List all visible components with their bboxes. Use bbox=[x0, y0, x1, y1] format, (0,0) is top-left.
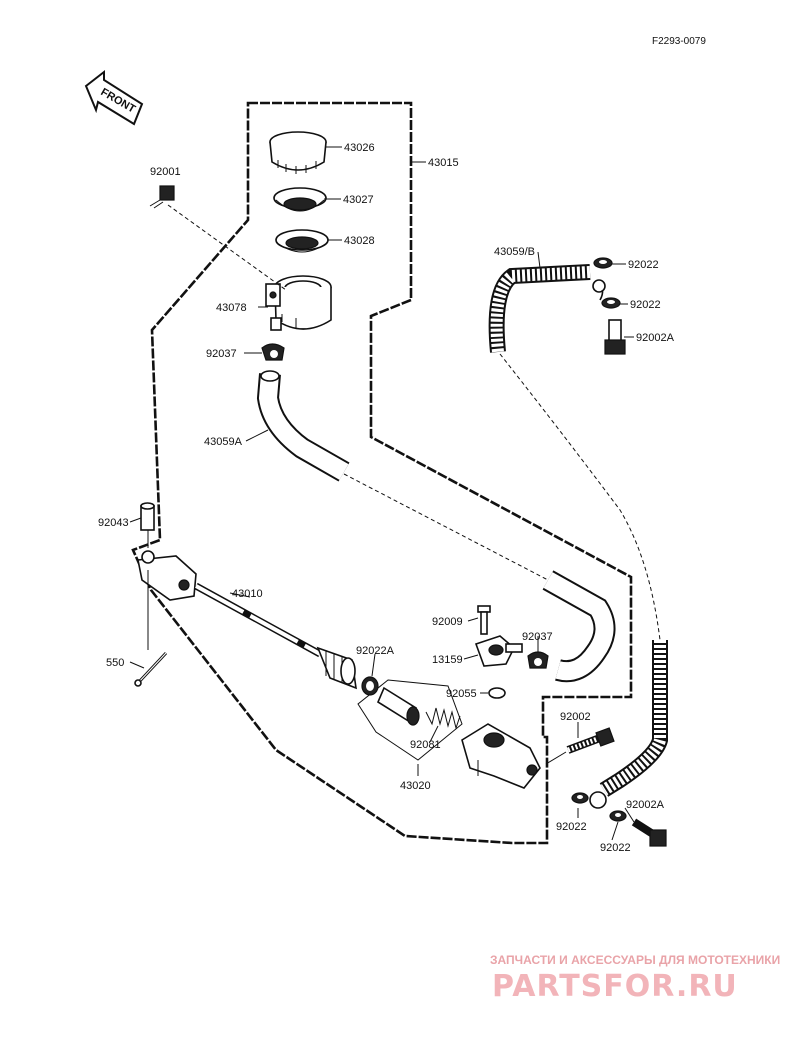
label-92055: 92055 bbox=[446, 688, 477, 700]
washer-92022-upper bbox=[593, 257, 613, 269]
washer-92022-lower-a bbox=[571, 792, 589, 804]
watermark-caption: ЗАПЧАСТИ И АКСЕССУАРЫ ДЛЯ МОТОТЕХНИКИ bbox=[490, 953, 780, 967]
clevis bbox=[137, 550, 197, 601]
label-92022A: 92022A bbox=[356, 645, 395, 657]
label-92009: 92009 bbox=[432, 616, 463, 628]
pushrod bbox=[194, 582, 322, 658]
reservoir-cap bbox=[269, 131, 327, 174]
leader-hose-to-pipe bbox=[343, 473, 549, 581]
label-92002A-lower: 92002A bbox=[626, 799, 665, 811]
label-92081: 92081 bbox=[410, 739, 441, 751]
cotter-pin-550 bbox=[134, 651, 168, 687]
leader-92002-bolt bbox=[545, 751, 567, 765]
label-43059B: 43059/B bbox=[494, 246, 535, 258]
clutch-hose bbox=[488, 264, 668, 809]
o-ring-92055 bbox=[488, 687, 506, 699]
label-92037-upper: 92037 bbox=[206, 348, 237, 360]
diagram-code: F2293-0079 bbox=[652, 36, 706, 47]
bolt-92002 bbox=[566, 727, 615, 754]
piston bbox=[376, 686, 420, 726]
label-92037-lower: 92037 bbox=[522, 631, 553, 643]
leader-92001 bbox=[167, 204, 287, 291]
reservoir-hose bbox=[256, 370, 350, 482]
snap-ring-92022A bbox=[361, 676, 379, 696]
label-92022-lower-a: 92022 bbox=[556, 821, 587, 833]
washer-92022-mid bbox=[601, 297, 621, 309]
clamp-92037-lower bbox=[527, 651, 549, 669]
screw-92001 bbox=[149, 185, 175, 209]
front-arrow-icon: FRONT bbox=[84, 69, 144, 126]
spring-92081 bbox=[425, 707, 461, 730]
label-92022-upper: 92022 bbox=[628, 259, 659, 271]
label-43028: 43028 bbox=[344, 235, 375, 247]
screw-92009 bbox=[477, 605, 491, 635]
label-43026: 43026 bbox=[344, 142, 375, 154]
washer-92022-lower-b bbox=[609, 810, 627, 822]
diaphragm bbox=[273, 187, 327, 212]
kit-bracket bbox=[357, 679, 463, 761]
label-92022-mid: 92022 bbox=[630, 299, 661, 311]
label-13159: 13159 bbox=[432, 654, 463, 666]
clamp-92037-upper bbox=[261, 343, 285, 361]
label-43015: 43015 bbox=[428, 157, 459, 169]
assembly-boundary bbox=[131, 101, 633, 845]
bolt-92002A-lower bbox=[631, 818, 667, 847]
label-92001: 92001 bbox=[150, 166, 181, 178]
leader-lines bbox=[129, 146, 635, 841]
label-92002: 92002 bbox=[560, 711, 591, 723]
reservoir-body bbox=[265, 275, 332, 331]
label-43078: 43078 bbox=[216, 302, 247, 314]
master-cylinder bbox=[461, 723, 541, 789]
label-43027: 43027 bbox=[343, 194, 374, 206]
diaphragm-plate bbox=[275, 229, 329, 253]
label-92002A-upper: 92002A bbox=[636, 332, 675, 344]
label-92043: 92043 bbox=[98, 517, 129, 529]
lower-hose bbox=[542, 570, 616, 683]
dust-boot bbox=[316, 646, 357, 690]
bolt-92002A-upper bbox=[604, 319, 626, 355]
label-92022-lower-b: 92022 bbox=[600, 842, 631, 854]
label-43059A: 43059A bbox=[204, 436, 243, 448]
pin-92043 bbox=[140, 502, 155, 531]
label-43020: 43020 bbox=[400, 780, 431, 792]
fitting-13159 bbox=[474, 635, 523, 667]
watermark-logo: PARTSFOR.RU bbox=[492, 969, 738, 1004]
label-550: 550 bbox=[106, 657, 124, 669]
label-43010: 43010 bbox=[232, 588, 263, 600]
hose-continuation bbox=[499, 353, 661, 641]
